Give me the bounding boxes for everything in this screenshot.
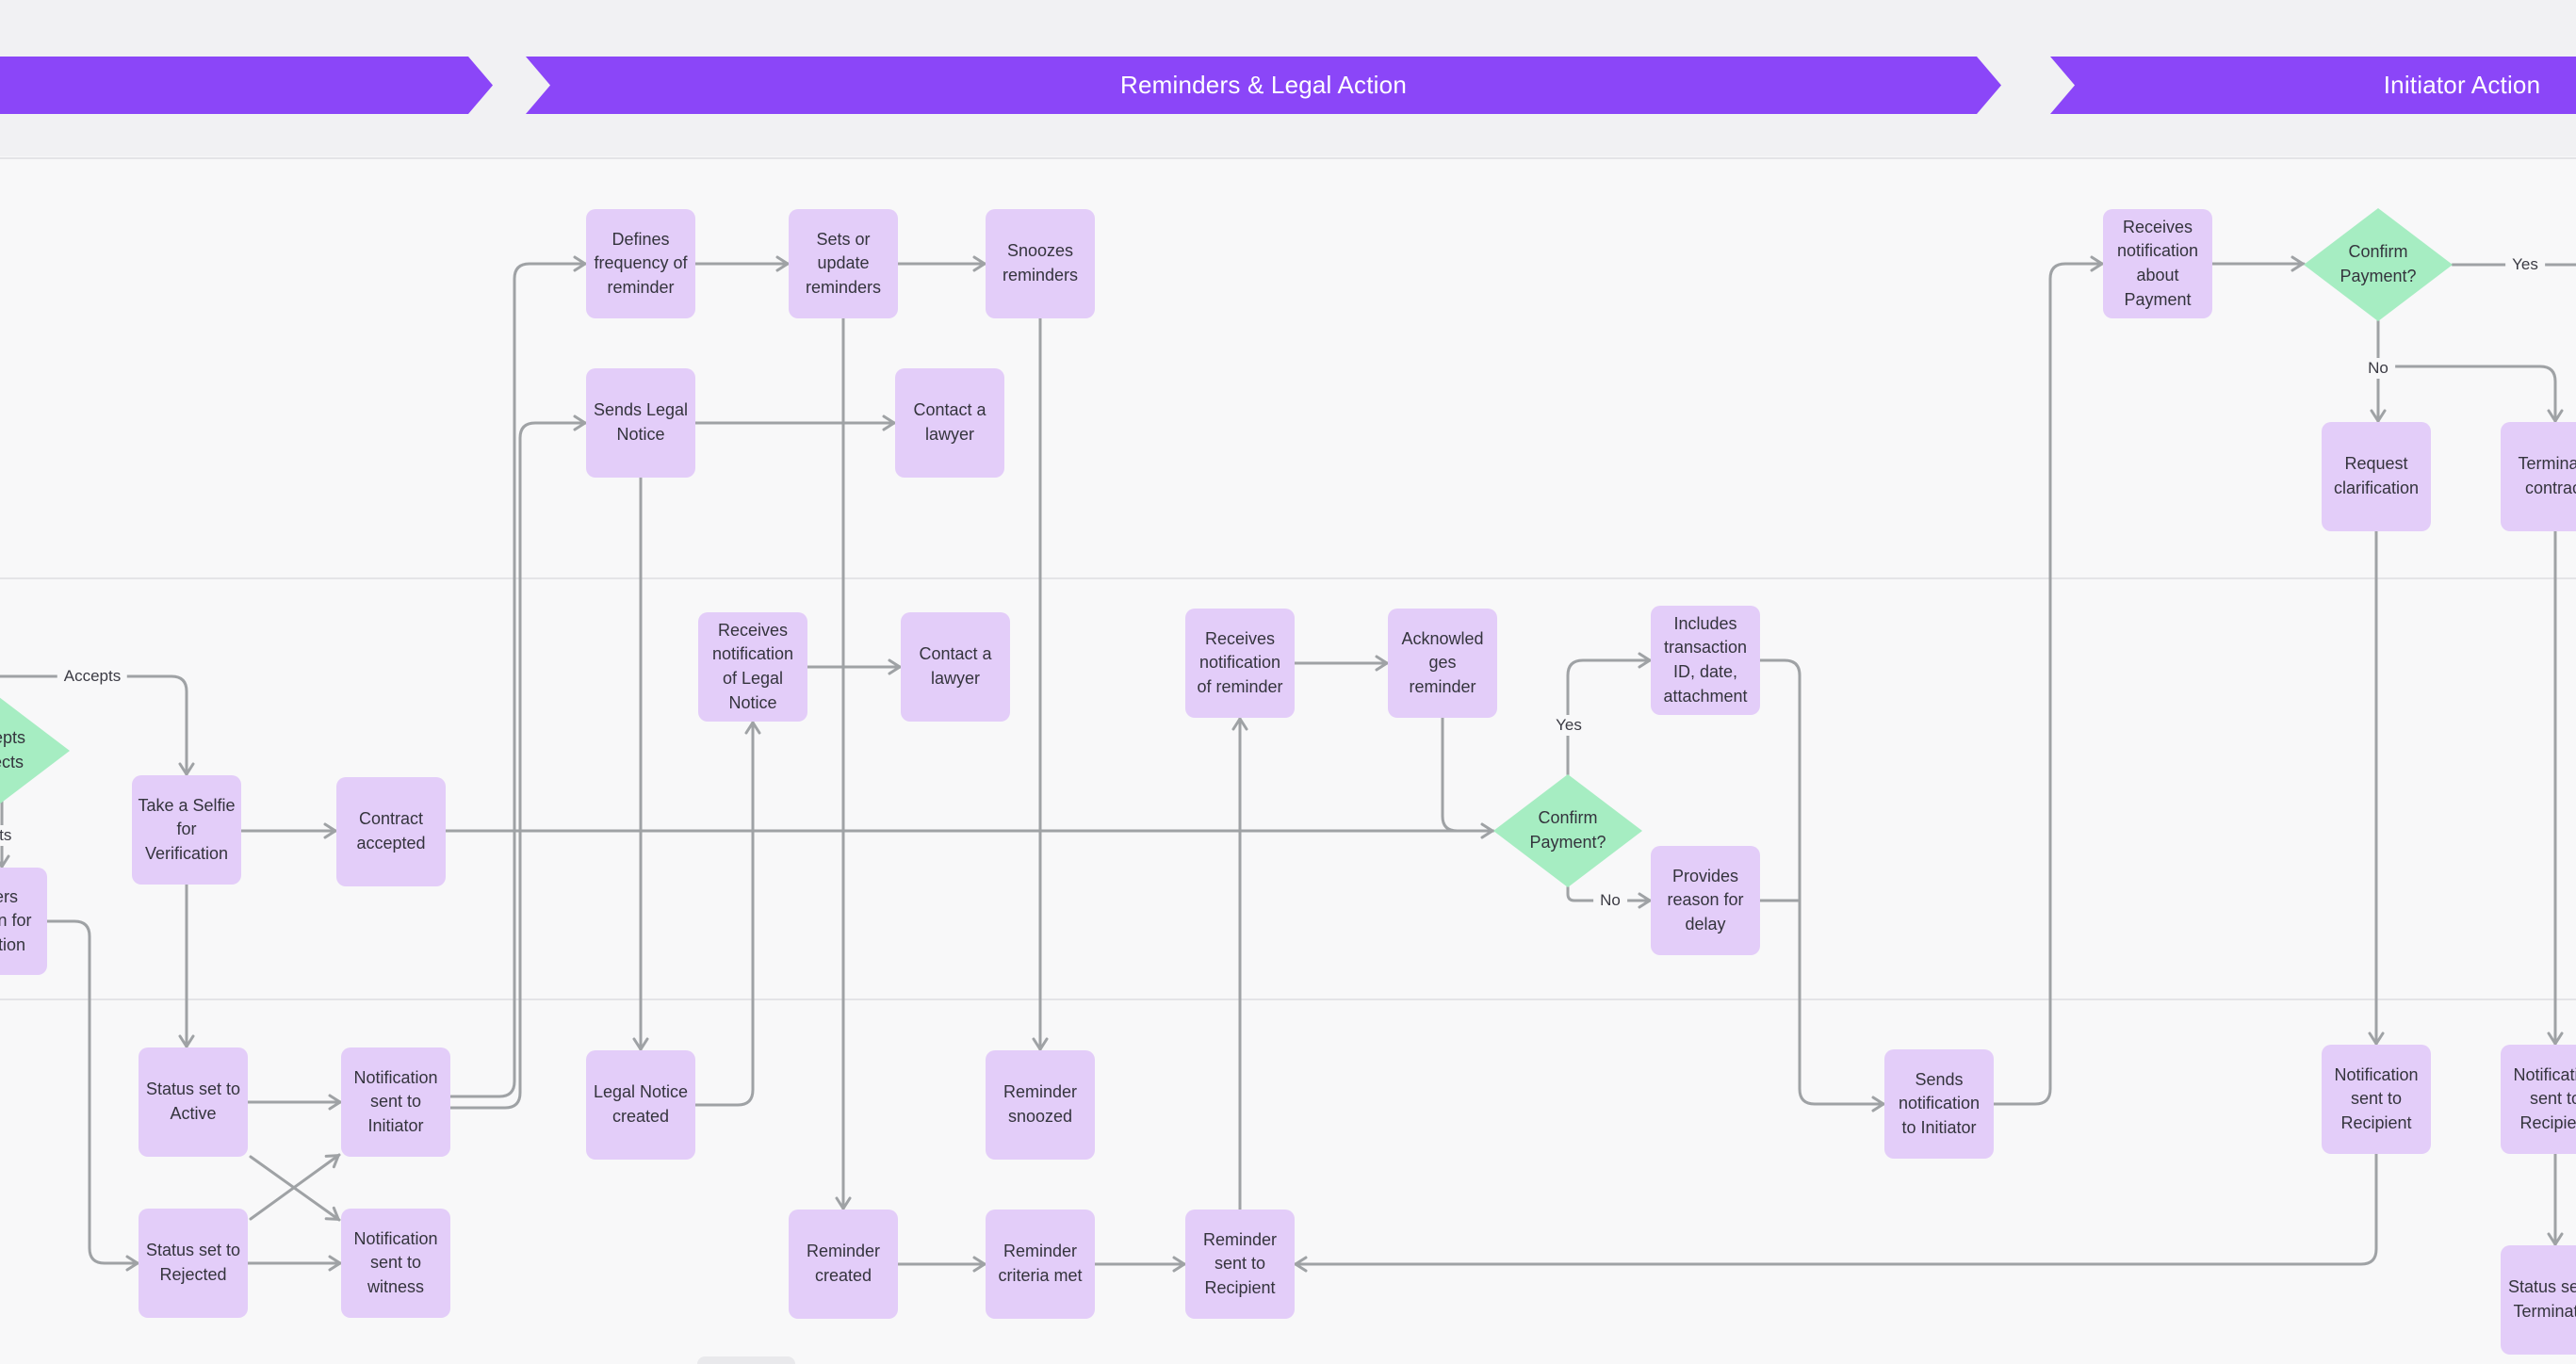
node-includes-transaction[interactable]: Includes transaction ID, date, attachmen… [1651, 606, 1760, 715]
node-sends-legal[interactable]: Sends Legal Notice [586, 368, 695, 478]
lane-banner-previous[interactable] [0, 57, 493, 114]
edge-confirm-payment-1-includes-transaction[interactable] [1566, 652, 1653, 776]
node-notif-recipient-2[interactable]: Notification sent to Recipient [2501, 1045, 2576, 1154]
node-status-active[interactable]: Status set to Active [139, 1047, 248, 1157]
edge-notif-initiator-defines-frequency[interactable] [448, 255, 588, 1098]
node-take-selfie[interactable]: Take a Selfie for Verification [132, 775, 241, 885]
node-notif-initiator[interactable]: Notification sent to Initiator [341, 1047, 450, 1157]
node-provides-reason[interactable]: Provides reason for delay [1651, 846, 1760, 955]
node-reminder-sent[interactable]: Reminder sent to Recipient [1185, 1210, 1295, 1319]
lane-divider [0, 157, 2576, 159]
edge-notif-initiator-sends-legal[interactable] [448, 414, 588, 1110]
node-sends-notif-initiator[interactable]: Sends notification to Initiator [1884, 1049, 1994, 1159]
edge-legal-created-receives-notif-legal[interactable] [693, 720, 761, 1107]
node-receives-notif-payment[interactable]: Receives notification about Payment [2103, 209, 2212, 318]
node-reminder-criteria[interactable]: Reminder criteria met [986, 1210, 1095, 1319]
node-status-terminated[interactable]: Status set to Terminated [2501, 1245, 2576, 1355]
edge-status-rejected-notif-initiator[interactable] [249, 1153, 341, 1221]
node-defines-frequency[interactable]: Defines frequency of reminder [586, 209, 695, 318]
lane-banner-reminders-legal-action[interactable]: Reminders & Legal Action [526, 57, 2001, 114]
edge-confirm-payment-1-provides-reason[interactable] [1566, 885, 1653, 909]
edge-label-accepts: Accepts [57, 666, 128, 687]
edge-acknowledges-confirm-payment-1[interactable] [1441, 716, 1474, 833]
dock-shadow [697, 1356, 795, 1364]
node-request-clarification[interactable]: Request clarification [2322, 422, 2431, 531]
edge-includes-transaction-sends-notif-initiator[interactable] [1758, 658, 1886, 1112]
node-receives-notif-reminder[interactable]: Receives notification of reminder [1185, 609, 1295, 718]
edge-label-no: No [1593, 890, 1627, 911]
node-enters-reason[interactable]: Enters reason for rejection [0, 868, 47, 975]
node-acknowledges[interactable]: Acknowled ges reminder [1388, 609, 1497, 718]
node-notif-witness[interactable]: Notification sent to witness [341, 1209, 450, 1318]
lane-banner-initiator-action[interactable]: Initiator Action [2050, 57, 2576, 114]
node-legal-created[interactable]: Legal Notice created [586, 1050, 695, 1160]
edge-enters-reason-status-rejected[interactable] [45, 919, 140, 1272]
edge-label-rejects: Rejects [0, 825, 19, 846]
node-terminate-contract[interactable]: Terminate contract [2501, 422, 2576, 531]
lane-divider [0, 577, 2576, 579]
node-reminder-snoozed[interactable]: Reminder snoozed [986, 1050, 1095, 1160]
node-sets-update[interactable]: Sets or update reminders [789, 209, 898, 318]
node-notif-recipient-1[interactable]: Notification sent to Recipient [2322, 1045, 2431, 1154]
edge-label-yes: Yes [2505, 254, 2545, 275]
node-contact-lawyer-2[interactable]: Contact a lawyer [901, 612, 1010, 722]
edge-label-yes: Yes [1549, 715, 1589, 736]
node-receives-notif-legal[interactable]: Receives notification of Legal Notice [698, 612, 807, 722]
lane-divider [0, 999, 2576, 1000]
edge-confirm-payment-2-terminate-contract[interactable] [2391, 365, 2564, 424]
node-reminder-created[interactable]: Reminder created [789, 1210, 898, 1319]
edge-notif-recipient-1-reminder-sent[interactable] [1293, 1152, 2378, 1273]
node-contact-lawyer-1[interactable]: Contact a lawyer [895, 368, 1004, 478]
edge-accepts-rejects-take-selfie[interactable] [0, 674, 195, 777]
node-contract-accepted[interactable]: Contract accepted [336, 777, 446, 886]
edge-sends-notif-initiator-receives-notif-payment[interactable] [1992, 255, 2105, 1106]
node-snoozes[interactable]: Snoozes reminders [986, 209, 1095, 318]
edge-label-no: No [2361, 358, 2395, 379]
node-status-rejected[interactable]: Status set to Rejected [139, 1209, 248, 1318]
